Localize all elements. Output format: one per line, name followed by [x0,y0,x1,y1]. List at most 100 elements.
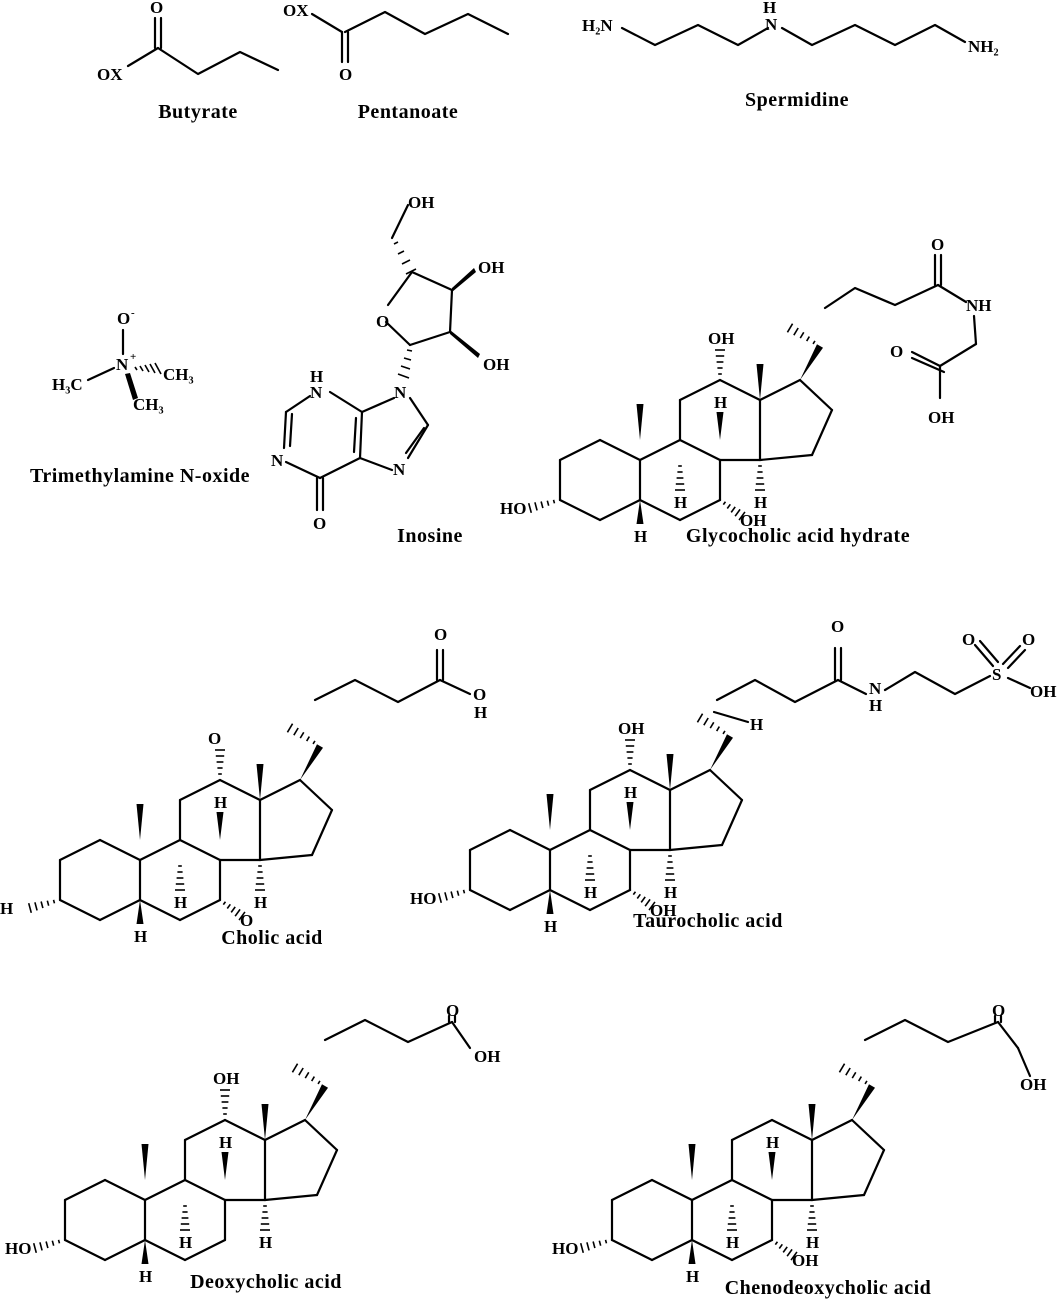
bond [708,768,744,802]
bond [558,498,602,522]
atom-label: O [376,312,389,331]
bond [103,1238,147,1262]
bond [258,778,302,802]
hash-bond [579,1239,608,1254]
wedge-bond [716,412,724,440]
wedge-bond [852,1084,876,1120]
bond [258,853,314,862]
bond [508,828,552,852]
wedge-bond [710,734,734,770]
atom-label: H [310,367,323,386]
hash-bond [291,1063,321,1085]
wedge-bond [261,1104,269,1140]
atom-label: OH [478,258,504,277]
bond [143,1238,187,1262]
bond [598,438,642,462]
atom-label: O [992,1001,1005,1020]
atom-label: N [271,451,284,470]
atom-label: H [474,703,487,722]
butyrate-structure: O OX Butyrate [97,0,280,123]
molecule-name: Butyrate [158,101,238,123]
bond [588,768,632,792]
atom-label: OX [97,65,123,84]
wedge-bond [546,794,554,830]
hash-bond [32,1239,61,1254]
wedge-bond [808,1104,816,1140]
wedge-bond [216,812,224,840]
bond [718,378,762,402]
bond [223,1118,267,1142]
atom-label: H [674,493,687,512]
hash-bond [527,499,556,514]
bond [98,898,142,922]
molecule-name: Inosine [397,525,463,547]
charge-label: - [131,307,135,319]
bond [668,768,712,792]
wedge-bond [800,344,824,380]
atom-label: O [434,625,447,644]
hash-bond [675,465,685,491]
atom-label: H [714,393,727,412]
bond [598,498,642,522]
bond [183,1238,227,1262]
atom-label: O [446,1001,459,1020]
wedge-bond [300,744,324,780]
bond [628,768,672,792]
bond [650,1238,694,1262]
hash-bond [715,349,725,375]
atom-label: HO [552,1239,578,1258]
bond [862,1148,886,1197]
bond [98,838,142,862]
atom-label: H₃C [52,375,83,394]
atom-label: H [219,1133,232,1152]
atom-label: H [259,1233,272,1252]
hash-bond [255,865,265,891]
bond [638,438,682,462]
atom-label: H [254,893,267,912]
wedge-bond [546,890,554,914]
bond [263,1193,319,1202]
hash-bond [722,501,746,521]
atom-label: H [544,917,557,936]
bond [770,1118,814,1142]
wedge-bond [626,802,634,830]
bond [678,498,722,522]
atom-label: H [726,1233,739,1252]
wedge-bond [141,1240,149,1264]
atom-label: OH [792,1251,818,1270]
bond [810,1118,854,1142]
inosine-structure: OH O OH OH N N [271,193,509,547]
atom-label: S [992,665,1001,684]
hash-bond [180,1205,190,1231]
bond [730,1118,774,1142]
bond [730,1178,774,1202]
bond [638,498,682,522]
hash-bond [27,899,56,914]
atom-label: HO [500,499,526,518]
bond [650,1178,694,1202]
hash-bond [727,1205,737,1231]
atom-label: N [116,355,129,374]
atom-label: H [763,0,776,17]
bond [810,408,834,457]
bond [668,843,724,852]
bond [610,1178,654,1202]
atom-label: H [214,793,227,812]
atom-label: H [139,1267,152,1286]
atom-label: H [179,1233,192,1252]
bond [758,378,802,402]
bond [183,1178,227,1202]
atom-label: H [134,927,147,946]
hash-bond [696,713,726,735]
atom-label: O [240,911,253,930]
hash-bond [585,855,595,881]
bond [508,888,552,912]
hash-bond [625,739,635,765]
atom-label: CH₃ [163,365,194,384]
atom-label: OX [283,1,309,20]
molecule-name: Deoxycholic acid [190,1271,342,1293]
bond [588,888,632,912]
